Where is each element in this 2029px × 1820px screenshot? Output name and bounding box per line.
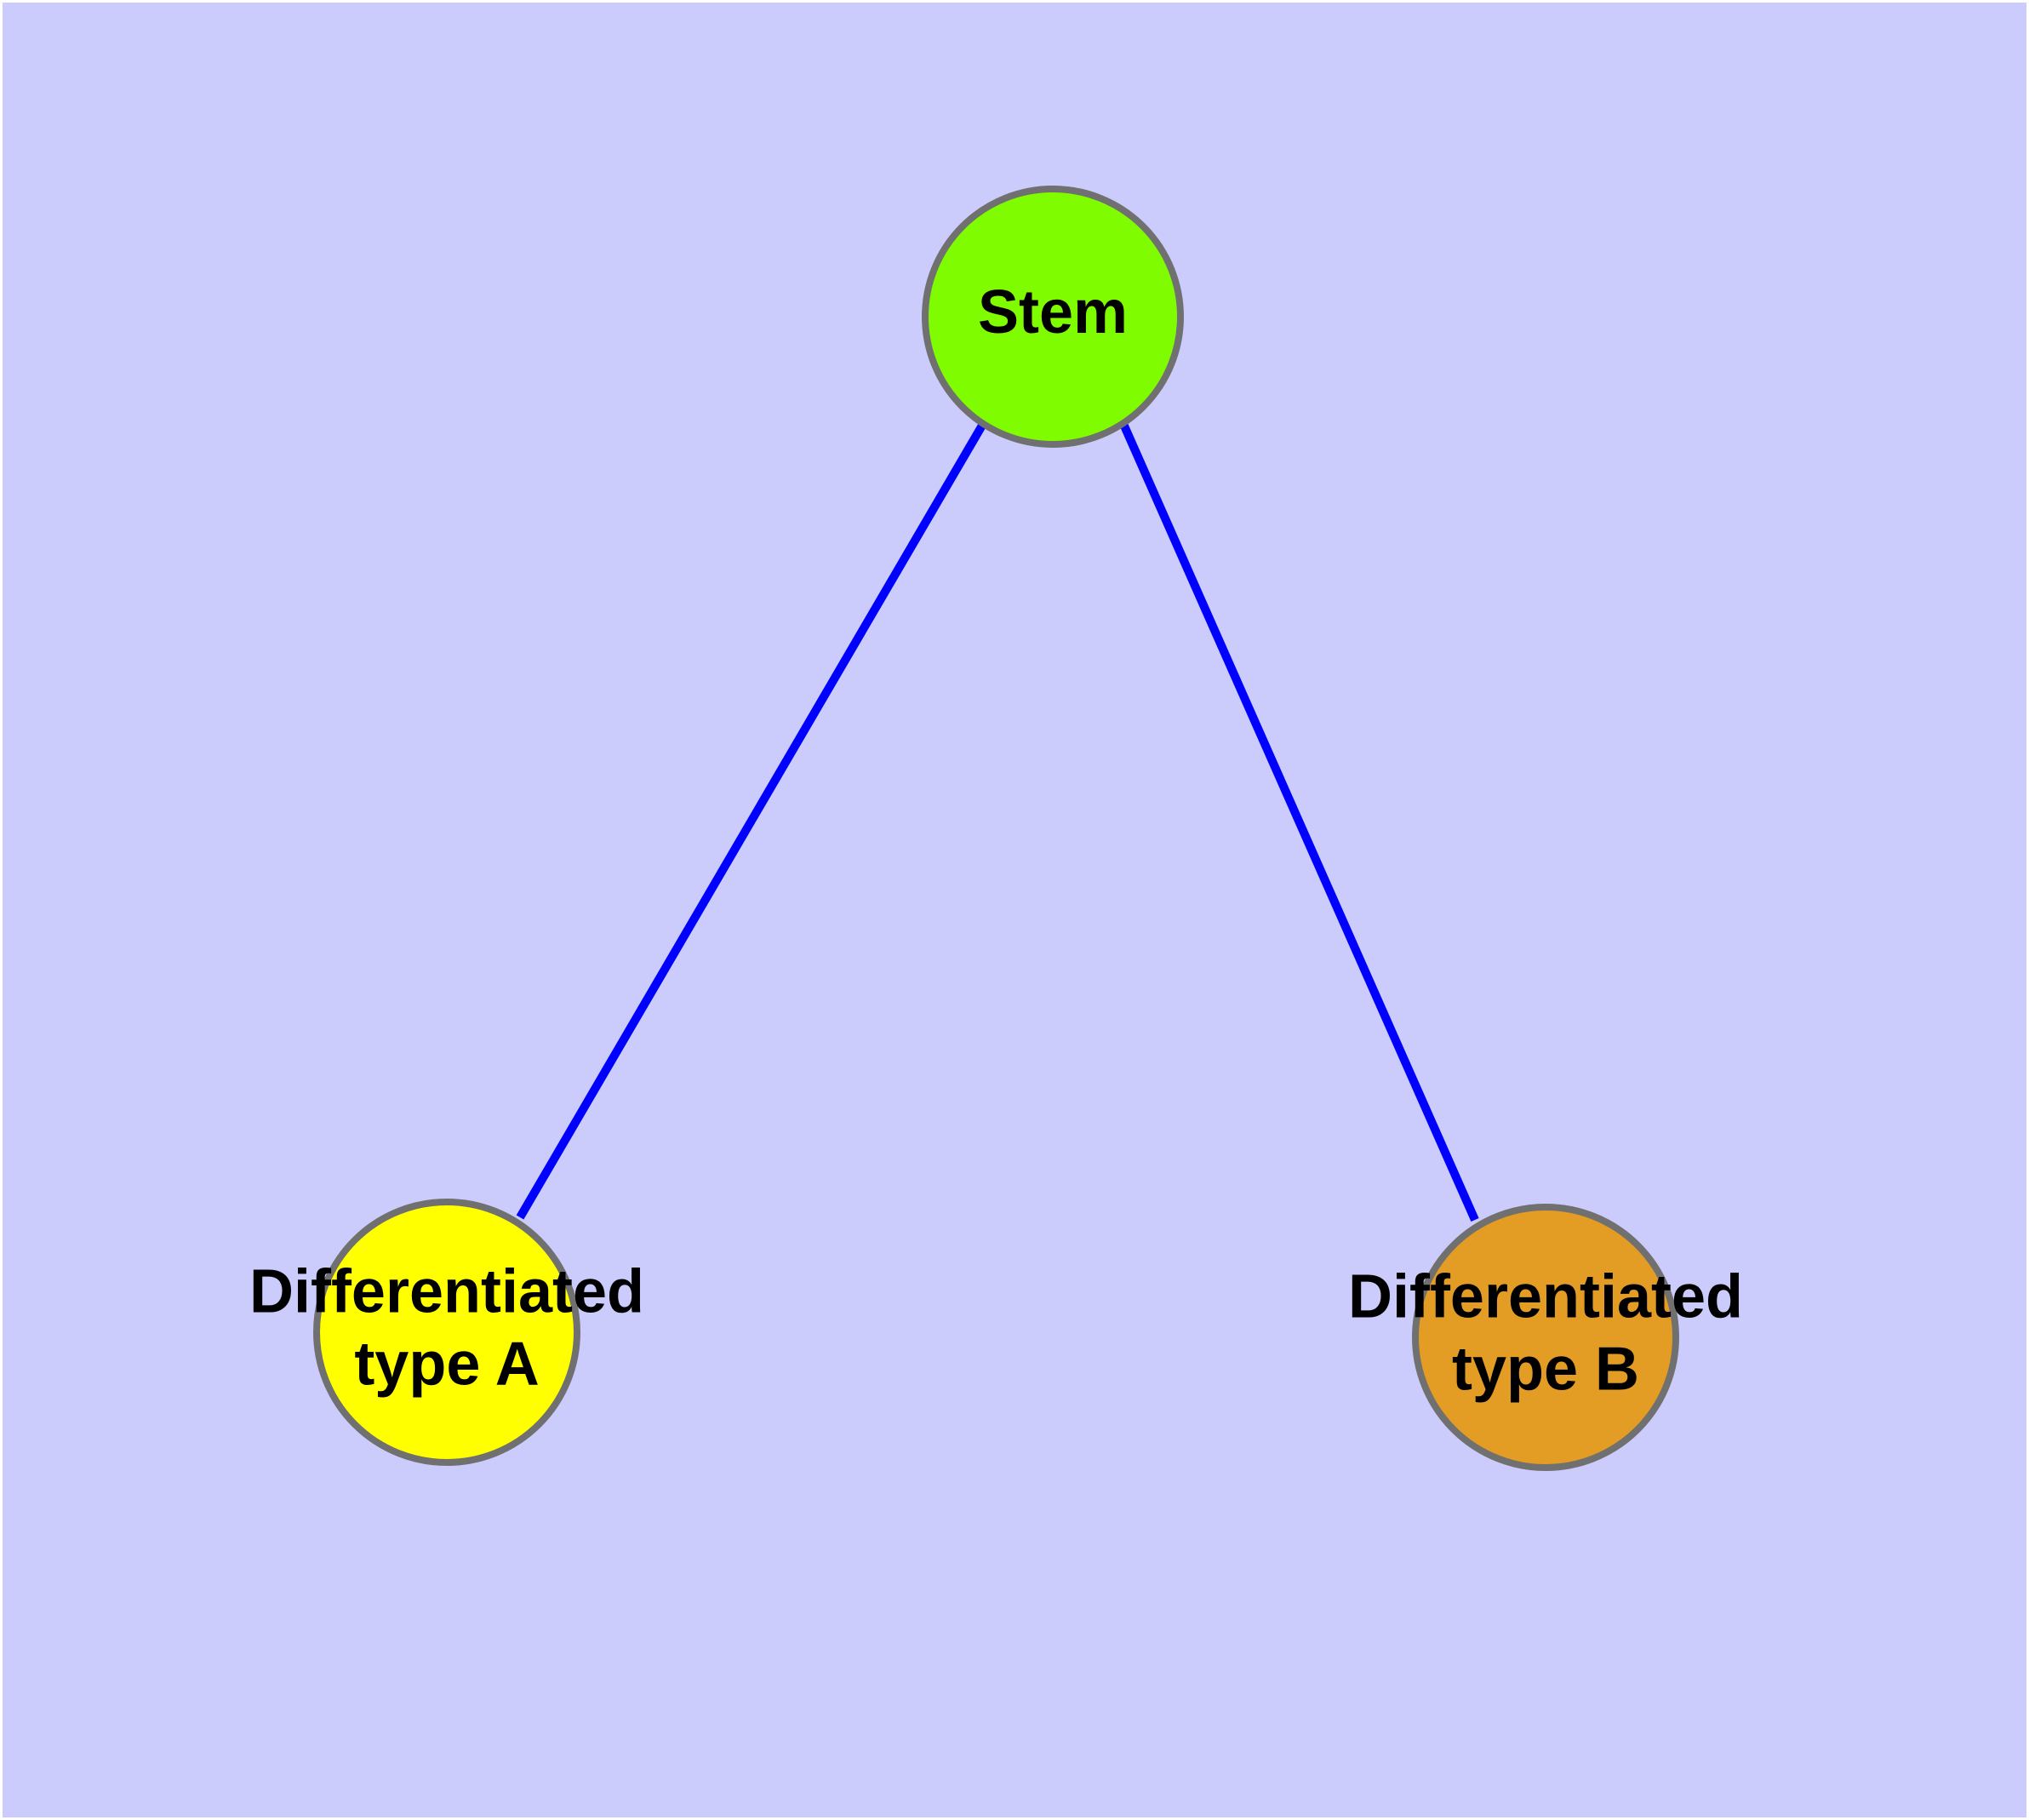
edge-stem-to-differentiated-type-a[interactable] bbox=[516, 421, 987, 1220]
edges-layer bbox=[516, 421, 1479, 1222]
node-stem[interactable]: Stem bbox=[922, 186, 1184, 448]
node-stem-circle[interactable] bbox=[922, 186, 1184, 448]
node-differentiated-type-a-circle[interactable] bbox=[313, 1199, 580, 1466]
edge-stem-to-differentiated-type-b[interactable] bbox=[1119, 421, 1479, 1222]
node-differentiated-type-b-circle[interactable] bbox=[1412, 1204, 1679, 1471]
node-stem-label: Stem bbox=[978, 278, 1128, 346]
